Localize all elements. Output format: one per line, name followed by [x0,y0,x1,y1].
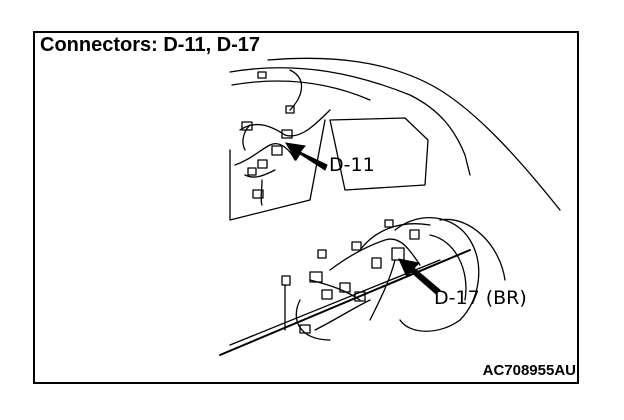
callout-d17-label: D-17 (BR) [434,287,527,309]
wheel-arch [429,234,467,301]
arrow-d11 [285,142,328,171]
c-pillar [329,117,429,191]
rear-window-inner [231,80,371,101]
arrow-d17 [398,258,441,295]
rear-fender [394,217,480,332]
lower-harness [329,238,421,271]
floor-panel [219,249,471,356]
callout-d11-label: D-11 [329,154,375,176]
diagram-title: Connectors: D-11, D-17 [40,34,261,56]
connector-box [241,121,253,131]
figure-code: AC708955AU [482,362,576,379]
rear-window-outline [229,67,471,176]
roof-line [267,57,561,211]
connector-d17-box [391,247,405,261]
upper-harness [239,109,331,137]
